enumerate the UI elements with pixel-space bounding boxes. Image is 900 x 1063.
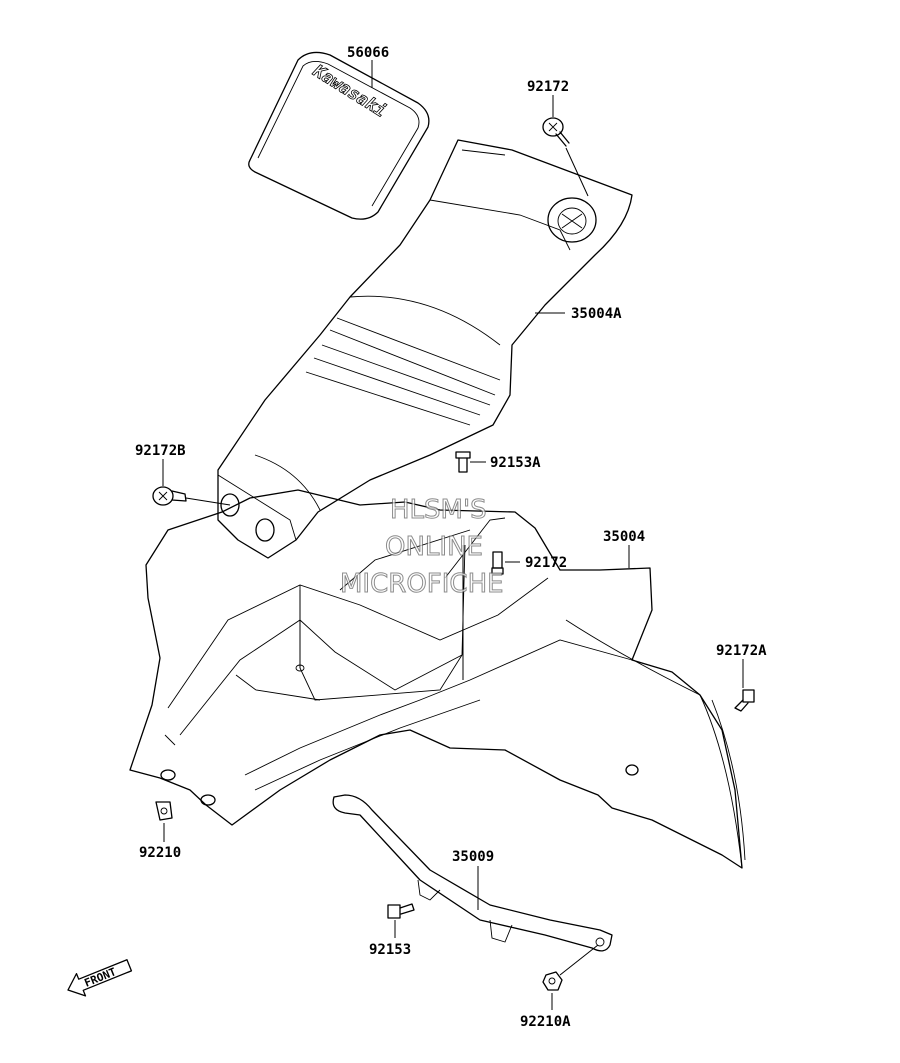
label-35004A: 35004A <box>571 306 622 322</box>
label-92153: 92153 <box>369 942 411 958</box>
label-92210: 92210 <box>139 845 181 861</box>
bolt-92172-mid <box>491 551 504 575</box>
watermark: HLSM'S ONLINE MICROFICHE <box>340 495 505 600</box>
nut-92210A <box>542 971 563 991</box>
upper-cover <box>217 139 633 559</box>
label-92172-top: 92172 <box>527 79 569 95</box>
bolt-92172B <box>152 486 187 506</box>
label-56066: 56066 <box>347 45 389 61</box>
label-92172-mid: 92172 <box>525 555 567 571</box>
label-92172A: 92172A <box>716 643 767 659</box>
emblem-panel: Kawasaki <box>248 51 430 220</box>
label-35009: 35009 <box>452 849 494 865</box>
label-92210A: 92210A <box>520 1014 571 1030</box>
nut-92210 <box>155 801 173 821</box>
leader-lines <box>162 60 744 1010</box>
fender-stay <box>332 794 613 952</box>
bolt-92153A <box>455 451 471 473</box>
watermark-line-1: HLSM'S <box>390 495 487 525</box>
emblem-logo-text: Kawasaki <box>309 61 390 122</box>
label-92172B: 92172B <box>135 443 186 459</box>
bolt-92172-top <box>542 117 570 147</box>
watermark-line-2: ONLINE <box>385 532 483 562</box>
label-35004: 35004 <box>603 529 645 545</box>
label-92153A: 92153A <box>490 455 541 471</box>
front-arrow-icon: FRONT <box>67 959 133 997</box>
bolt-92153 <box>387 903 415 919</box>
bolt-92172A <box>734 689 755 712</box>
watermark-line-3: MICROFICHE <box>340 569 504 599</box>
front-arrow-text: FRONT <box>82 965 118 990</box>
